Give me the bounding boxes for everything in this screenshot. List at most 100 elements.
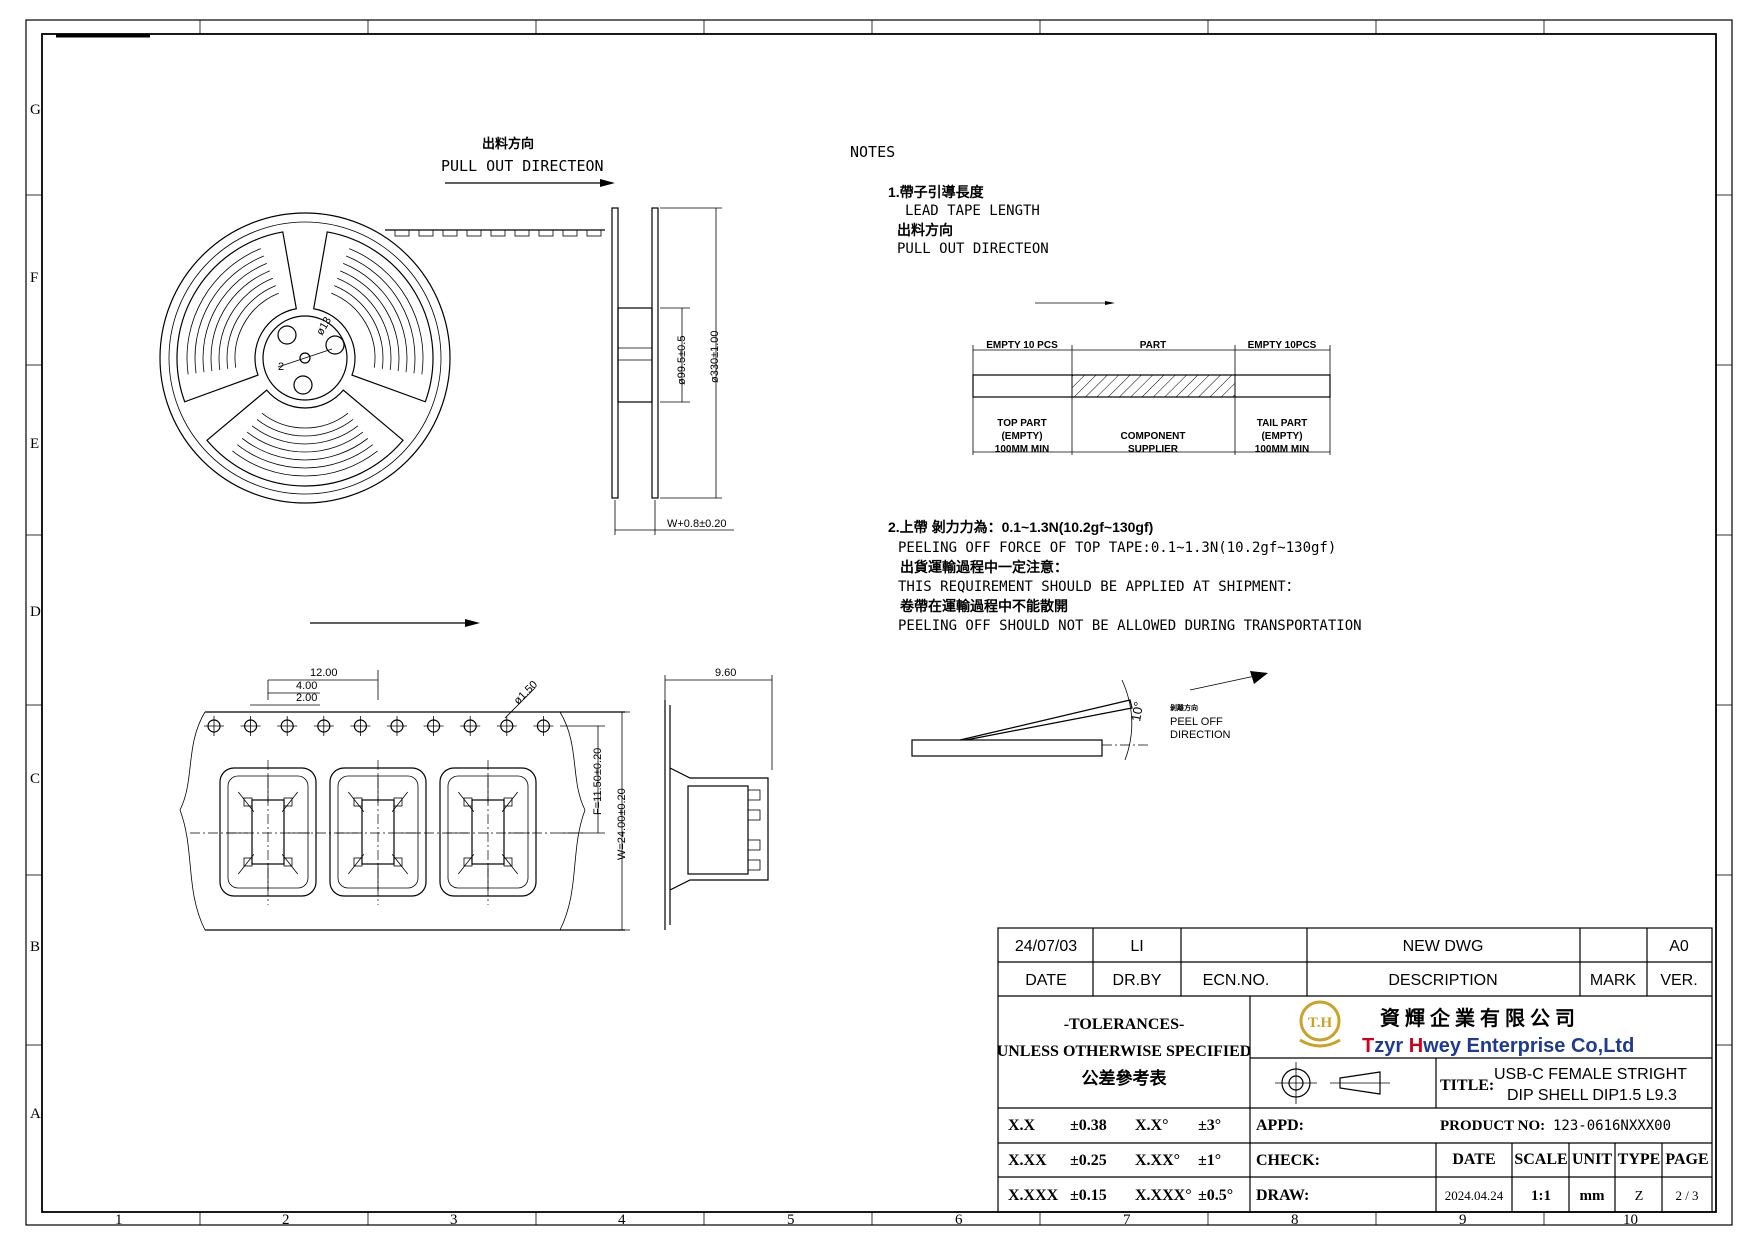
col-label-6: 6 xyxy=(955,1212,963,1228)
draw-label: DRAW: xyxy=(1256,1187,1309,1204)
note2-cn: 2.上帶 剝力力為：0.1~1.3N(10.2gf~130gf) xyxy=(888,519,1153,535)
hole-label: ø1.50 xyxy=(512,679,540,707)
hole-leader xyxy=(504,687,536,719)
date-value: 2024.04.24 xyxy=(1445,1188,1504,1203)
pitch-label: 12.00 xyxy=(310,667,338,679)
pocket-rib xyxy=(391,791,409,813)
row-labels: G F E D C B A xyxy=(30,102,41,1122)
scale-value: 1:1 xyxy=(1531,1188,1551,1204)
reel-flange-outer xyxy=(159,212,451,504)
reel-hub xyxy=(262,315,348,401)
logo-text: T.H xyxy=(1308,1015,1333,1031)
inner-dia-label: ø99.5±0.5 xyxy=(676,336,688,385)
note1-dir-cn: 出料方向 xyxy=(897,222,953,238)
f-dim-label: F=11.50±0.20 xyxy=(592,748,604,815)
component-pad xyxy=(503,857,513,867)
reel-window xyxy=(206,389,404,487)
w-dim-label: W=24.00±0.20 xyxy=(616,788,628,860)
pin-4 xyxy=(747,859,761,871)
row-label-f: F xyxy=(30,270,38,286)
reel-side-hub xyxy=(617,307,653,403)
reel-window-rib xyxy=(346,255,416,374)
tape-top-view: 12.00 4.00 2.00 ø1.50 F=11.50±0.20 W=24.… xyxy=(179,619,630,931)
pocket-rib xyxy=(457,791,475,813)
pocket-rib xyxy=(347,791,365,813)
reel-hub-dim-line xyxy=(277,348,333,368)
company-en-rest: wey Enterprise Co,Ltd xyxy=(1422,1035,1634,1057)
p0-label: 4.00 xyxy=(296,680,317,692)
schem-foot-tail-1: TAIL PART xyxy=(1257,418,1308,429)
hdr-drby: DR.BY xyxy=(1113,972,1162,989)
reel-window xyxy=(312,231,434,403)
company-logo: T.H xyxy=(1299,1000,1341,1048)
pocket-rib xyxy=(457,853,475,875)
reel-tape-pocket xyxy=(586,229,602,237)
component-pad xyxy=(243,857,253,867)
hdr-ecn: ECN.NO. xyxy=(1203,972,1270,989)
reel-window-rib xyxy=(234,292,279,368)
reel-tape-pocket xyxy=(442,229,458,237)
schem-foot-top-1: TOP PART xyxy=(997,418,1046,429)
reel-window-rib xyxy=(202,263,267,373)
note2-cn3: 卷帶在運輸過程中不能散開 xyxy=(899,598,1068,614)
reel-tape-pocket xyxy=(490,229,506,237)
tol-r3-c3: X.XXX° xyxy=(1135,1187,1192,1204)
company-en-zyr: zyr xyxy=(1374,1035,1408,1057)
component-pad xyxy=(243,797,253,807)
proj-cone xyxy=(1339,1071,1381,1095)
reel-window-rib xyxy=(218,277,273,371)
reel-window xyxy=(176,231,298,403)
appd-label: APPD: xyxy=(1256,1117,1304,1134)
reel-hub-dim-small: 2 xyxy=(278,361,284,373)
pocket-rib xyxy=(501,791,519,813)
component-pad xyxy=(393,797,403,807)
tol-r2-c2: ±0.25 xyxy=(1070,1152,1107,1169)
col-label-2: 2 xyxy=(282,1212,290,1228)
outer-dia-label: ø330±1.00 xyxy=(709,330,721,383)
col-labels: 1 2 3 4 5 6 7 8 9 10 xyxy=(115,1212,1638,1228)
reel-side-view: ø99.5±0.5 ø330±1.00 W+0.8±0.20 xyxy=(611,207,734,535)
row-label-c: C xyxy=(30,771,40,787)
reel-flange-inner xyxy=(168,221,442,495)
peel-label-cn: 剝離方向 xyxy=(1170,703,1198,712)
schem-foot-top-2: (EMPTY) xyxy=(1001,431,1042,442)
reel-window-rib xyxy=(246,431,364,453)
tape-break-left xyxy=(179,711,206,931)
depth-label: 9.60 xyxy=(715,667,736,679)
component-pad xyxy=(393,857,403,867)
reel-window-rib xyxy=(340,270,400,372)
col-label-10: 10 xyxy=(1623,1212,1638,1228)
tol-r3-c1: X.XXX xyxy=(1008,1187,1059,1204)
carrier-wall xyxy=(664,700,671,930)
page-value: 2 / 3 xyxy=(1675,1188,1698,1203)
pocket-rib xyxy=(281,791,299,813)
note2-en2: THIS REQUIREMENT SHOULD BE APPLIED AT SH… xyxy=(898,579,1300,595)
reel-window-rib xyxy=(337,277,392,371)
company-en: Tzyr Hwey Enterprise Co,Ltd xyxy=(1362,1035,1634,1057)
component-pad xyxy=(503,797,513,807)
schem-foot-tail-3: 100MM MIN xyxy=(1255,444,1309,455)
title-block: 24/07/03 LI NEW DWG A0 DATE DR.BY ECN.NO… xyxy=(997,927,1713,1213)
component-body xyxy=(687,785,749,875)
inner-frame xyxy=(41,33,1717,1213)
reel-front-view: 出料方向 PULL OUT DIRECTEON ø13 2 xyxy=(159,136,615,504)
tape-break-right xyxy=(559,711,586,931)
note1-dir-en: PULL OUT DIRECTEON xyxy=(897,241,1049,257)
reel-side-flange-right xyxy=(651,207,659,499)
schem-head-empty-top: EMPTY 10 PCS xyxy=(986,340,1058,351)
component-pad xyxy=(283,797,293,807)
hdr-type: TYPE xyxy=(1618,1151,1661,1168)
reel-window-rib xyxy=(256,419,354,437)
reel-tape-pocket xyxy=(514,229,530,237)
pocket-rib xyxy=(237,853,255,875)
pocket-rib xyxy=(281,853,299,875)
reel-window-rib xyxy=(349,248,424,375)
peel-angle-label: 10° xyxy=(1128,701,1146,723)
note2-en3: PEELING OFF SHOULD NOT BE ALLOWED DURING… xyxy=(898,618,1362,634)
peel-angle-arc xyxy=(1121,679,1133,761)
reel-hub-hole-2 xyxy=(325,335,345,355)
peel-label-en1: PEEL OFF xyxy=(1170,716,1223,728)
pin-2 xyxy=(747,809,761,821)
notes-title: NOTES xyxy=(850,143,895,161)
hdr-scale: SCALE xyxy=(1514,1151,1567,1168)
